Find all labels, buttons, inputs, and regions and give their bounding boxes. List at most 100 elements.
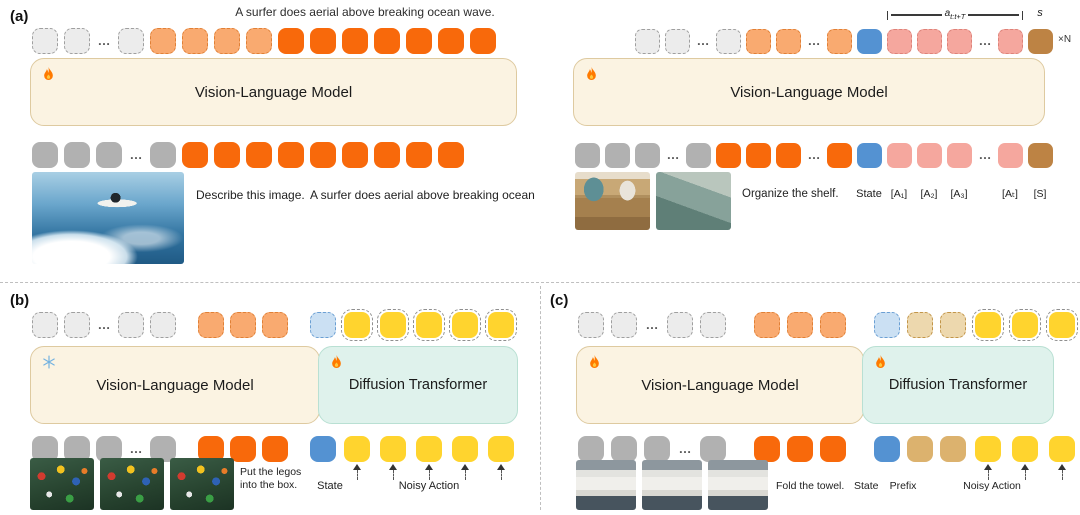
token-orange bbox=[214, 142, 240, 168]
token-orange bbox=[406, 142, 432, 168]
shelf-photo-1 bbox=[575, 172, 650, 230]
token-pink-dashed bbox=[998, 28, 1023, 54]
token-gray-dashed bbox=[700, 312, 726, 338]
token-gray bbox=[578, 436, 604, 462]
token-pink bbox=[998, 142, 1023, 168]
state-pred-token-label: [S] bbox=[1033, 188, 1047, 200]
ellipsis: … bbox=[978, 33, 992, 48]
bracket-tick bbox=[887, 10, 889, 20]
token-orange-dashed bbox=[746, 28, 771, 54]
state-label: State bbox=[317, 480, 343, 492]
token-pink bbox=[917, 142, 942, 168]
token-orange bbox=[438, 142, 464, 168]
ellipsis: … bbox=[645, 317, 659, 332]
token-gray bbox=[605, 142, 630, 168]
token-tan bbox=[907, 436, 933, 462]
token-gray bbox=[96, 142, 122, 168]
token-gray-dashed bbox=[635, 28, 660, 54]
token-orange bbox=[342, 28, 368, 54]
token-orange-dashed bbox=[198, 312, 224, 338]
token-yellow-dashed bbox=[449, 309, 481, 341]
token-gray bbox=[150, 436, 176, 462]
token-row-b-output: … bbox=[32, 309, 517, 341]
towel-photo-3 bbox=[708, 460, 768, 510]
token-orange bbox=[827, 142, 852, 168]
surfer-photo bbox=[32, 172, 184, 264]
token-yellow-arrow bbox=[380, 436, 406, 480]
token-gray-dashed bbox=[32, 312, 58, 338]
panel-a-label: (a) bbox=[10, 8, 29, 25]
token-gray-dashed bbox=[150, 312, 176, 338]
vlm-box-a-left: Vision-Language Model bbox=[30, 58, 517, 126]
token-yellow-arrow bbox=[416, 436, 442, 480]
token-gray bbox=[96, 436, 122, 462]
repeat-n-label: ×N bbox=[1058, 34, 1072, 45]
shelf-photo-2 bbox=[656, 172, 731, 230]
action-token-label-1: [A₁] bbox=[890, 188, 908, 200]
token-orange-dashed bbox=[262, 312, 288, 338]
token-gray-dashed bbox=[64, 28, 90, 54]
spacer bbox=[182, 449, 192, 450]
token-orange bbox=[342, 142, 368, 168]
prompt-text: Put the legos into the box. bbox=[240, 466, 302, 491]
towel-photo-1 bbox=[576, 460, 636, 510]
action-token-label-T: [Aₜ] bbox=[1002, 188, 1018, 200]
token-gray bbox=[686, 142, 711, 168]
token-blue-dashed bbox=[874, 312, 900, 338]
fire-icon bbox=[44, 66, 53, 80]
token-gray-dashed bbox=[64, 312, 90, 338]
vertical-divider bbox=[540, 286, 541, 510]
token-yellow-dashed bbox=[413, 309, 445, 341]
ellipsis: … bbox=[807, 33, 821, 48]
token-gray bbox=[611, 436, 637, 462]
spacer bbox=[294, 325, 304, 326]
token-orange-dashed bbox=[182, 28, 208, 54]
token-orange bbox=[470, 28, 496, 54]
token-yellow-arrow bbox=[344, 436, 370, 480]
panel-b-label: (b) bbox=[10, 292, 30, 309]
state-token-label: State bbox=[856, 188, 882, 200]
token-gray-dashed bbox=[611, 312, 637, 338]
token-pink bbox=[947, 142, 972, 168]
token-orange bbox=[278, 28, 304, 54]
token-orange-dashed bbox=[150, 28, 176, 54]
bracket-tick bbox=[1021, 10, 1023, 20]
token-gray-dashed bbox=[32, 28, 58, 54]
token-gray bbox=[575, 142, 600, 168]
token-yellow-arrow bbox=[452, 436, 478, 480]
model-name: Vision-Language Model bbox=[641, 376, 799, 394]
token-orange bbox=[310, 142, 336, 168]
generated-caption: A surfer does aerial above breaking ocea… bbox=[235, 5, 495, 19]
token-pink-dashed bbox=[917, 28, 942, 54]
token-blue bbox=[874, 436, 900, 462]
state-label: State bbox=[854, 480, 879, 492]
panel-c-label: (c) bbox=[550, 292, 569, 309]
spacer bbox=[853, 449, 867, 450]
fire-icon bbox=[590, 354, 599, 368]
token-blue bbox=[857, 28, 882, 54]
state-annotation: s bbox=[1037, 7, 1043, 19]
token-pink-dashed bbox=[947, 28, 972, 54]
token-gray bbox=[32, 142, 58, 168]
token-orange-dashed bbox=[827, 28, 852, 54]
token-yellow-dashed bbox=[972, 309, 1004, 341]
fire-icon bbox=[876, 354, 885, 368]
token-gray bbox=[64, 142, 90, 168]
token-orange bbox=[246, 142, 272, 168]
lego-photo-2 bbox=[100, 458, 164, 510]
token-yellow-arrow bbox=[1012, 436, 1038, 480]
token-yellow-dashed bbox=[1009, 309, 1041, 341]
token-yellow-dashed bbox=[485, 309, 517, 341]
token-gray bbox=[64, 436, 90, 462]
diffusion-box-b: Diffusion Transformer bbox=[318, 346, 518, 424]
vlm-box-a-right: Vision-Language Model bbox=[573, 58, 1045, 126]
token-orange bbox=[716, 142, 741, 168]
token-orange-dashed bbox=[820, 312, 846, 338]
vlm-box-c: Vision-Language Model bbox=[576, 346, 864, 424]
token-blue bbox=[310, 436, 336, 462]
token-gray-dashed bbox=[667, 312, 693, 338]
ellipsis: … bbox=[97, 317, 111, 332]
token-orange bbox=[406, 28, 432, 54]
token-orange bbox=[820, 436, 846, 462]
diffusion-box-c: Diffusion Transformer bbox=[862, 346, 1054, 424]
